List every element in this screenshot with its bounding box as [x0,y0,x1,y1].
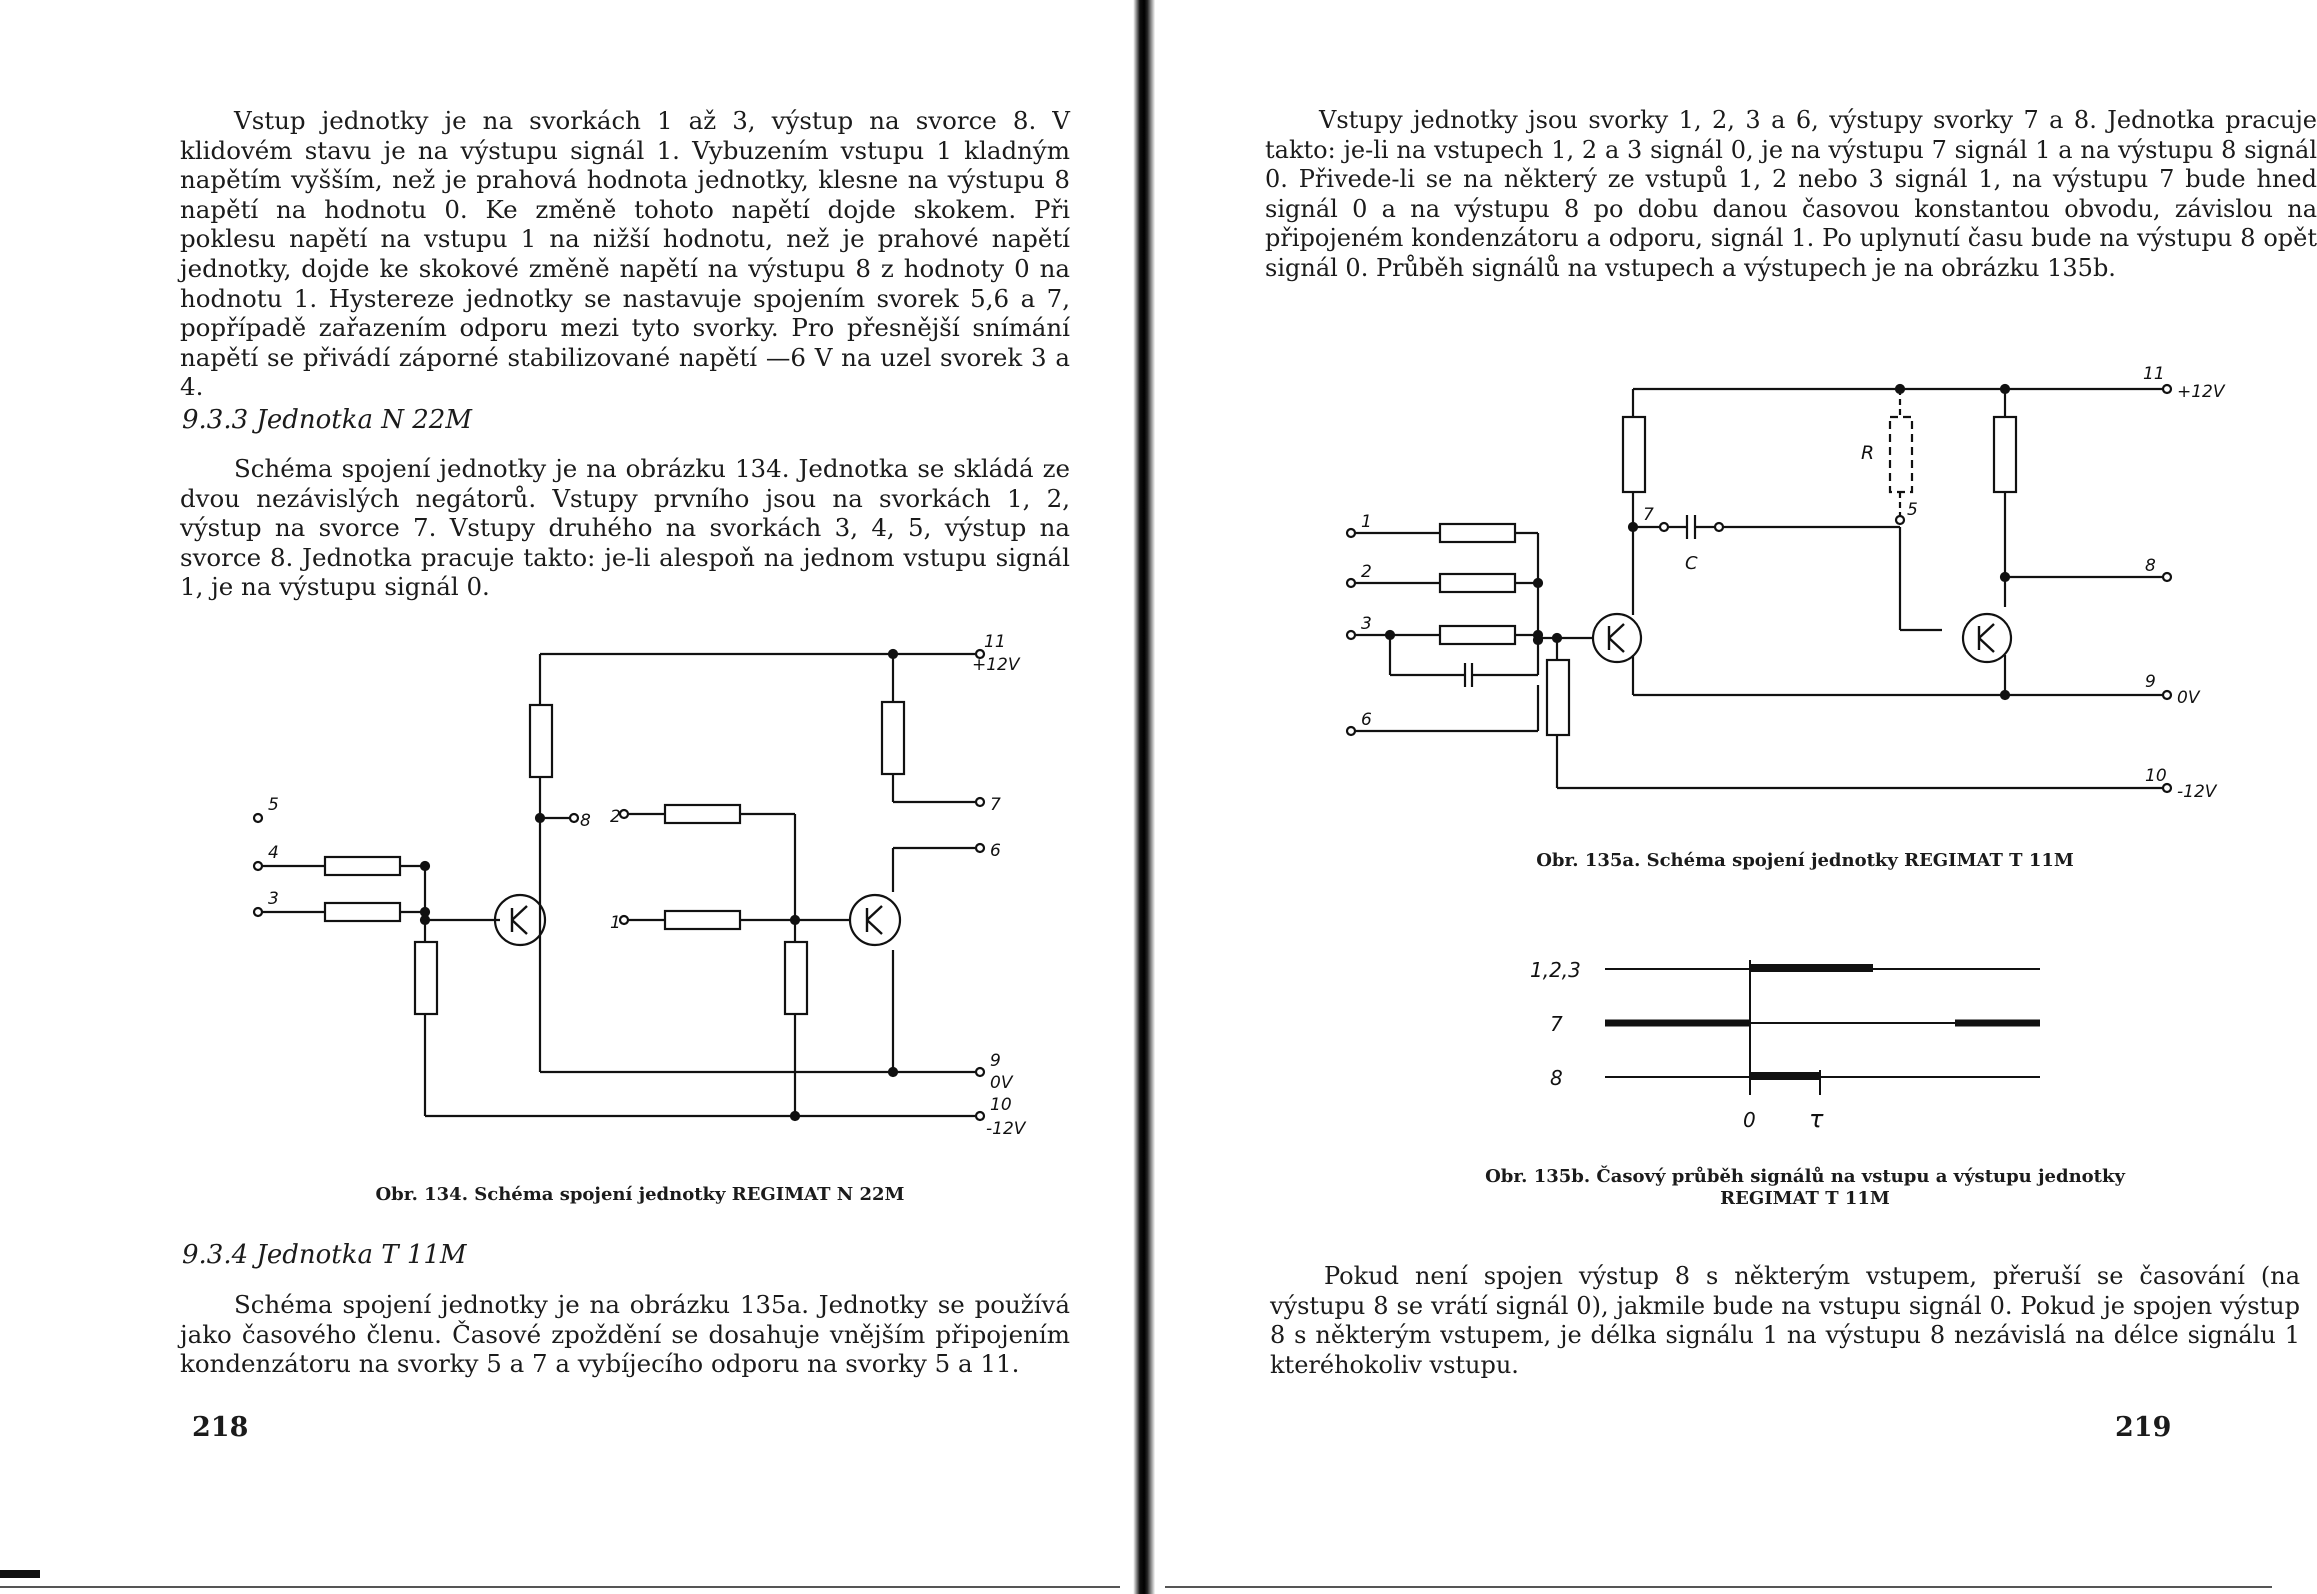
fig134-label-4: 4 [268,843,279,863]
timing-row-label-8: 8 [1550,1066,1563,1090]
fig135a-label-minus12v: -12V [2177,782,2218,802]
figure-134-caption: Obr. 134. Schéma spojení jednotky REGIMA… [375,1184,905,1205]
t11m-operation-paragraph: Vstupy jednotky jsou svorky 1, 2, 3 a 6,… [1265,106,2317,282]
fig134-label-6: 6 [990,841,1001,861]
fig134-label-7: 7 [990,795,1001,815]
fig135a-label-8: 8 [2145,556,2156,576]
fig134-label-1: 1 [610,913,621,933]
figure-134-schematic: 11 +12V 7 6 8 2 1 5 4 3 9 0V 10 -12V [252,632,1027,1139]
fig135a-label-11: 11 [2143,364,2165,384]
fig134-label-2: 2 [610,807,621,827]
t11m-paragraph: Schéma spojení jednotky je na obrázku 13… [180,1290,1070,1379]
figure-135a-schematic: 11 +12V R C 7 5 1 2 3 6 8 9 0V 10 -12V [1345,364,2226,802]
section-heading-n22m: 9.3.3 Jednotka N 22M [182,405,472,435]
fig135a-label-plus12v: +12V [2177,382,2226,402]
fig135a-label-5: 5 [1907,500,1918,520]
fig134-label-8: 8 [580,811,591,831]
intro-paragraph: Vstup jednotky je na svorkách 1 až 3, vý… [180,106,1070,402]
fig134-label-0v: 0V [990,1073,1014,1093]
fig134-label-11: 11 [984,632,1006,652]
fig135a-label-3: 3 [1361,614,1372,634]
left-page-bottom-edge [0,1586,1120,1588]
timing-row-label-inputs: 1,2,3 [1530,958,1581,982]
fig134-label-5: 5 [268,795,279,815]
timing-row-label-7: 7 [1550,1012,1563,1036]
figure-135b-timing-diagram: 1,2,3 7 8 0 τ [1530,958,2040,1133]
section-heading-t11m: 9.3.4 Jednotka T 11M [182,1240,467,1270]
timing-axis-label-tau: τ [1809,1105,1824,1133]
fig134-label-3: 3 [268,889,279,909]
fig134-label-plus12v: +12V [972,655,1021,675]
fig134-label-9: 9 [990,1051,1001,1071]
fig135a-label-2: 2 [1361,562,1372,582]
fig135a-label-6: 6 [1361,710,1372,730]
scan-corner-mark [0,1570,40,1578]
right-page-number: 219 [2115,1412,2172,1443]
fig135a-label-1: 1 [1361,512,1372,532]
fig135a-label-0v: 0V [2177,688,2201,708]
fig135a-label-C: C [1685,553,1698,574]
fig134-label-minus12v: -12V [986,1119,1027,1139]
right-page: Vstupy jednotky jsou svorky 1, 2, 3 a 6,… [1165,0,2317,1594]
left-page-number: 218 [192,1412,249,1443]
fig135a-label-10: 10 [2145,766,2167,786]
figure-135b-caption-line1: Obr. 135b. Časový průběh signálů na vstu… [1485,1166,2125,1187]
figure-135b-caption-line2: REGIMAT T 11M [1720,1188,1890,1209]
fig135a-label-9: 9 [2145,672,2156,692]
timing-paragraph: Pokud není spojen výstup 8 s některým vs… [1270,1262,2300,1379]
fig135a-label-7: 7 [1643,505,1654,525]
figure-135a-caption: Obr. 135a. Schéma spojení jednotky REGIM… [1536,850,2074,871]
n22m-paragraph: Schéma spojení jednotky je na obrázku 13… [180,454,1070,602]
book-spine [1120,0,1164,1594]
figure-135b-caption: Obr. 135b. Časový průběh signálů na vstu… [1345,1166,2265,1210]
timing-axis-label-0: 0 [1743,1108,1756,1132]
right-page-bottom-edge [1165,1586,2272,1588]
fig134-label-10: 10 [990,1095,1012,1115]
fig135a-label-R: R [1861,442,1874,464]
left-page: Vstup jednotky je na svorkách 1 až 3, vý… [0,0,1140,1594]
